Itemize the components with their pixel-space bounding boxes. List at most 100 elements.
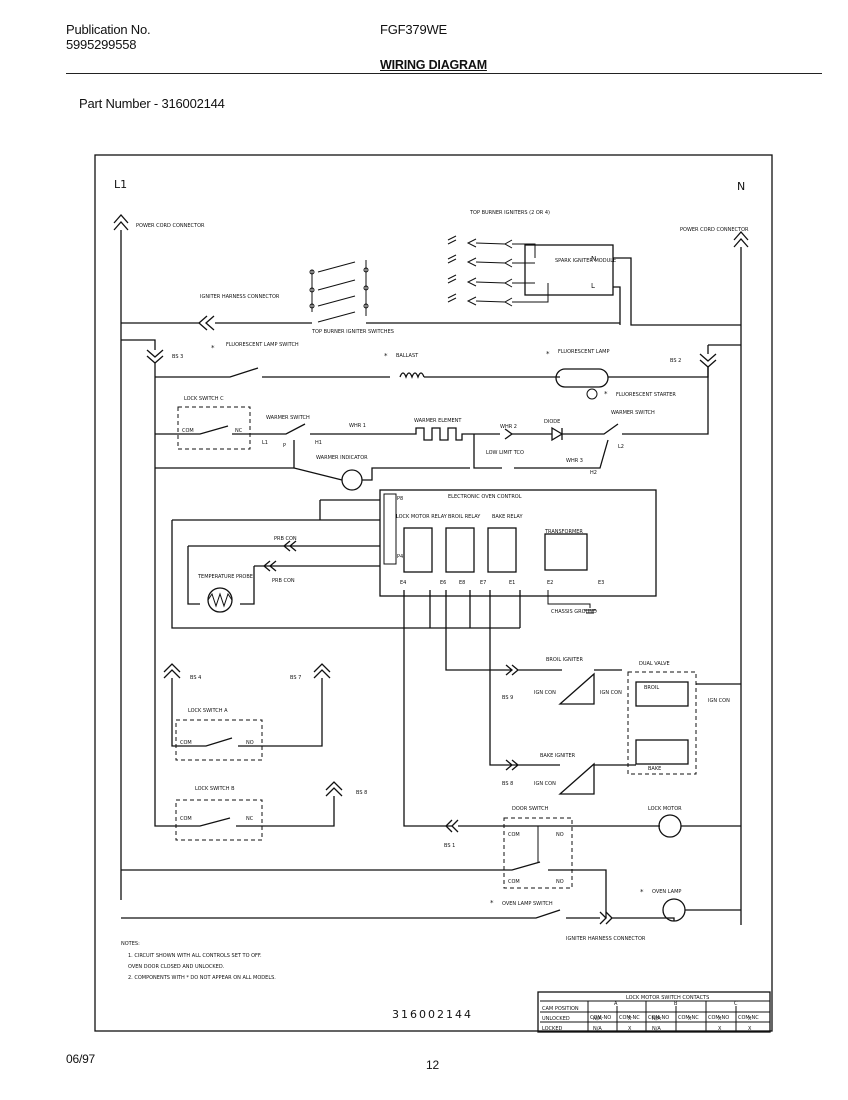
door-switch-com-top: COM (508, 832, 520, 838)
whr2-label: WHR 2 (500, 424, 517, 430)
subheader-b-nc: COM-NC (678, 1015, 699, 1021)
door-switch-no-bottom: NO (556, 879, 564, 885)
fluorescent-lamp-label: FLUORESCENT LAMP (558, 349, 610, 355)
locked-b-no: N/A (652, 1026, 661, 1032)
top-burner-igniter-electrodes (447, 235, 549, 307)
subheader-c-no: COM-NO (708, 1015, 729, 1021)
bs3-label: BS 3 (172, 354, 183, 360)
low-limit-tco-label: LOW LIMIT TCO (486, 450, 524, 456)
contacts-table-title: LOCK MOTOR SWITCH CONTACTS (626, 995, 709, 1001)
warmer-h1-label: H1 (315, 440, 322, 446)
lock-switch-b-label: LOCK SWITCH B (195, 786, 235, 792)
lock-switch-a-com: COM (180, 740, 192, 746)
lock-switch-b-box (175, 799, 263, 841)
dual-valve (627, 671, 697, 775)
prb-con-1 (282, 540, 297, 552)
bs1-label: BS 1 (444, 843, 455, 849)
lock-switch-c-com: COM (182, 428, 194, 434)
prb-con-2 (262, 560, 277, 572)
broil-relay-label: BROIL RELAY (448, 514, 481, 520)
top-burner-igniter-switches: TOP BURNER IGNITER SWITCHES (309, 260, 394, 335)
e4-to-door-switch-wire (403, 590, 452, 827)
unlocked-b-no: N/A (652, 1016, 661, 1022)
lock-switch-b-contact (154, 700, 335, 827)
fluorescent-lamp-tube (555, 368, 609, 388)
lock-switch-c-nc: NC (235, 428, 243, 434)
diagram-frame (94, 154, 773, 1032)
prb-con-1-label: PRB CON (274, 536, 297, 542)
lock-motor-relay-label: LOCK MOTOR RELAY (396, 514, 448, 520)
group-a: A (614, 1001, 618, 1007)
warmer-indicator (341, 469, 363, 491)
group-b: B (674, 1001, 678, 1007)
power-cord-connector-l1 (113, 214, 129, 231)
lock-switch-a-no: NO (246, 740, 254, 746)
lock-motor-relay (403, 527, 433, 573)
prb-con-2-label: PRB CON (272, 578, 295, 584)
diode (512, 426, 600, 442)
terminal-p4: P4 (397, 554, 403, 560)
whr3-label: WHR 3 (566, 458, 583, 464)
spark-module-label: SPARK IGNITER MODULE (555, 258, 616, 264)
door-switch (503, 817, 573, 889)
locked-a-nc: X (628, 1026, 632, 1032)
eoc-feed-wire (171, 499, 520, 629)
cam-position-label: CAM POSITION (542, 1006, 579, 1012)
lock-switch-c-contact (155, 425, 270, 435)
chassis-ground (547, 590, 596, 614)
unlocked-c-nc: X (748, 1016, 752, 1022)
bake-igniter (558, 762, 595, 795)
broil-solenoid-label: BROIL (644, 685, 659, 691)
l1-label: L1 (114, 178, 127, 191)
temperature-probe (207, 587, 233, 613)
igniter-harness-connector-bottom (599, 911, 675, 925)
terminal-e2: E2 (547, 580, 553, 586)
bake-ign-con-label: IGN CON (534, 781, 556, 787)
unlocked-a-nc: X (628, 1016, 632, 1022)
module-l-label: L (591, 282, 595, 290)
warmer-switch-contact (270, 423, 410, 435)
broil-igniter (558, 672, 595, 705)
bake-relay-label: BAKE RELAY (492, 514, 523, 520)
terminal-p8: P8 (397, 496, 403, 502)
note-1: 1. CIRCUIT SHOWN WITH ALL CONTROLS SET T… (128, 953, 262, 959)
locked-a-no: N/A (593, 1026, 602, 1032)
ballast-asterisk: * (384, 352, 388, 360)
lock-switch-a-box (175, 719, 263, 761)
broil-ign-con-2-label: IGN CON (600, 690, 622, 696)
bs9-wire (500, 664, 562, 676)
bs3-connector (146, 349, 164, 364)
bs9-label: BS 9 (502, 695, 513, 701)
warmer-switch-2-label: WARMER SWITCH (611, 410, 655, 416)
warmer-indicator-label: WARMER INDICATOR (316, 455, 368, 461)
oven-lamp-switch-label: OVEN LAMP SWITCH (502, 901, 553, 907)
warmer-l1-label: L1 (262, 440, 268, 446)
locked-c-no: X (718, 1026, 722, 1032)
door-switch-label: DOOR SWITCH (512, 806, 549, 812)
footer-date: 06/97 (66, 1052, 96, 1066)
fluorescent-switch-wire (155, 367, 390, 378)
unlocked-a-no: N/A (593, 1016, 602, 1022)
drawing-number: 316002144 (392, 1008, 473, 1021)
terminal-e7: E7 (480, 580, 486, 586)
fluorescent-starter (586, 388, 598, 400)
bs8-label: BS 8 (356, 790, 367, 796)
bs1-connector (445, 819, 459, 833)
terminal-e8: E8 (459, 580, 465, 586)
fluorescent-lamp-switch-asterisk: * (211, 344, 215, 352)
e6-wire (429, 590, 500, 671)
note-1-cont: OVEN DOOR CLOSED AND UNLOCKED. (128, 964, 225, 970)
lock-switch-b-nc: NC (246, 816, 254, 822)
bs8-connector (325, 781, 343, 797)
locked-c-nc: X (748, 1026, 752, 1032)
broil-relay (445, 527, 475, 573)
n-label: N (737, 180, 745, 193)
unlocked-c-no: X (718, 1016, 722, 1022)
warmer-switch-2 (600, 367, 709, 435)
chassis-ground-label: CHASSIS GROUND (551, 609, 597, 615)
warmer-l2-label: L2 (618, 444, 624, 450)
module-l-wire (613, 286, 621, 325)
subheader-b-no: COM-NO (648, 1015, 669, 1021)
bs2-feed (707, 344, 741, 354)
electronic-oven-control (379, 489, 657, 597)
